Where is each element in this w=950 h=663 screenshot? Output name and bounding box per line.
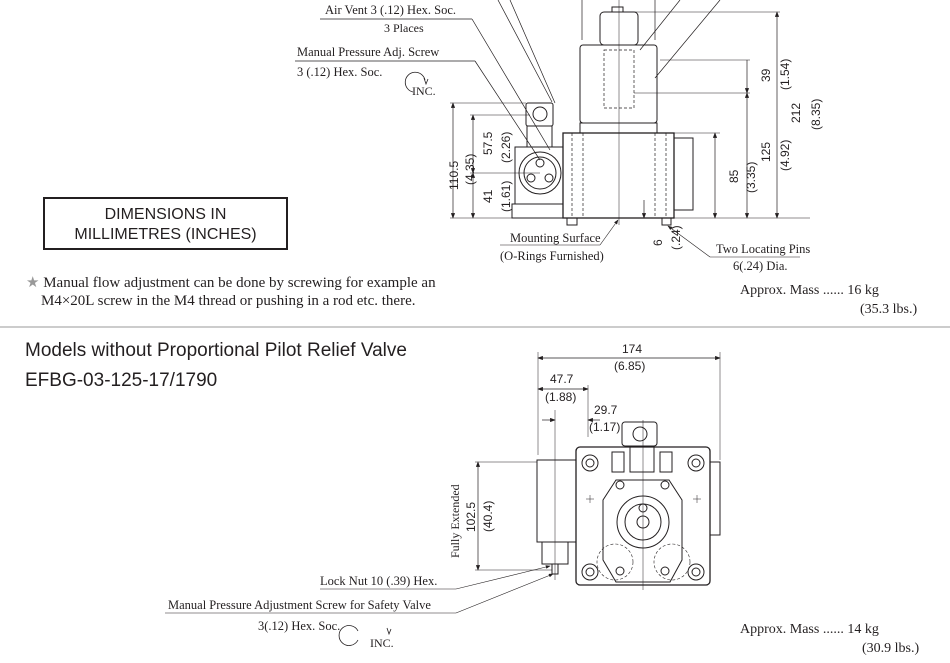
manual-adj-hex: 3 (.12) Hex. Soc.	[297, 65, 383, 79]
dim-6: 6	[651, 239, 665, 246]
dim-85: 85	[727, 169, 741, 183]
dim-41-in: (1.61)	[499, 180, 513, 212]
safety-screw-label: Manual Pressure Adjustment Screw for Saf…	[168, 598, 431, 612]
dim-125-in: (4.92)	[778, 139, 792, 171]
fully-extended-label: Fully Extended	[448, 484, 462, 558]
top-mass: Approx. Mass ...... 16 kg	[740, 283, 879, 298]
dim-110-5-in: (4.35)	[463, 153, 477, 185]
dim-57-5: 57.5	[481, 131, 495, 155]
bottom-valve-drawing	[165, 352, 721, 646]
inc-label: INC.	[412, 84, 436, 98]
units-line-2: MILLIMETRES (INCHES)	[74, 226, 257, 243]
locating-pins-dia: 6(.24) Dia.	[733, 259, 788, 273]
units-box: DIMENSIONS IN MILLIMETRES (INCHES)	[43, 197, 288, 250]
dim-47-7: 47.7	[550, 372, 574, 386]
dim-174-in: (6.85)	[614, 359, 646, 373]
lock-nut-label: Lock Nut 10 (.39) Hex.	[320, 574, 438, 588]
note-line-2: M4×20L screw in the M4 thread or pushing…	[41, 293, 416, 309]
dim-174: 174	[622, 342, 643, 356]
star-icon: ★	[26, 275, 40, 291]
dim-47-7-in: (1.88)	[545, 390, 577, 404]
dim-110-5: 110.5	[447, 160, 461, 190]
bottom-mass-lbs: (30.9 lbs.)	[862, 641, 920, 656]
dim-29-7: 29.7	[594, 403, 618, 417]
dim-29-7-in: (1.17)	[589, 420, 621, 434]
manual-adj-label: Manual Pressure Adj. Screw	[297, 45, 440, 59]
units-line-1: DIMENSIONS IN	[104, 206, 227, 223]
dim-57-5-in: (2.26)	[499, 131, 513, 163]
model-number: EFBG-03-125-17/1790	[25, 370, 218, 391]
dim-39: 39	[759, 68, 773, 82]
dim-85-in: (3.35)	[744, 161, 758, 193]
flow-adjustment-note: ★ Manual flow adjustment can be done by …	[26, 274, 436, 310]
dim-6-in: (.24)	[669, 225, 683, 250]
air-vent-places: 3 Places	[384, 21, 424, 35]
dim-102-5: 102.5	[464, 501, 478, 532]
dim-212-in: (8.35)	[809, 98, 823, 130]
dim-41: 41	[481, 189, 495, 203]
top-valve-drawing	[295, 0, 810, 258]
safety-hex-label: 3(.12) Hex. Soc.	[258, 619, 341, 633]
note-line-1: Manual flow adjustment can be done by sc…	[43, 275, 436, 291]
bottom-mass: Approx. Mass ...... 14 kg	[740, 622, 879, 637]
dim-102-5-in: (40.4)	[481, 500, 495, 532]
dim-125: 125	[759, 141, 773, 162]
air-vent-label: Air Vent 3 (.12) Hex. Soc.	[325, 3, 456, 17]
inc-label-bottom: INC.	[370, 636, 394, 650]
mounting-surface-label: Mounting Surface	[510, 231, 601, 245]
dim-39-in: (1.54)	[778, 58, 792, 90]
o-rings-label: (O-Rings Furnished)	[500, 249, 604, 263]
section-title: Models without Proportional Pilot Relief…	[25, 340, 407, 361]
top-mass-lbs: (35.3 lbs.)	[860, 302, 918, 317]
locating-pins-label: Two Locating Pins	[716, 242, 811, 256]
dim-212: 212	[789, 102, 803, 123]
